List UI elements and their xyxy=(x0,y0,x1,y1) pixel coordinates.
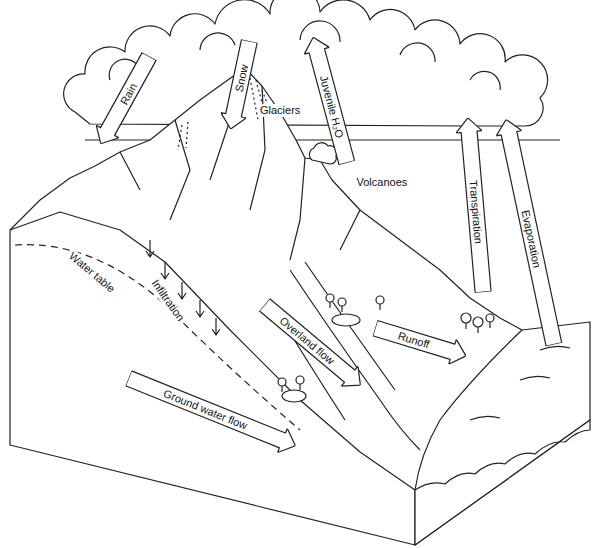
flow-arrow: Transpiration xyxy=(454,117,495,294)
arrow-outline xyxy=(371,316,469,369)
lake xyxy=(332,314,360,326)
flow-arrow: Evaporation xyxy=(493,117,566,347)
glacier-left xyxy=(178,122,188,150)
feature-label: Volcanoes xyxy=(355,176,410,189)
feature-label: Glaciers xyxy=(258,104,302,117)
water-table xyxy=(15,245,300,430)
arrow-outline xyxy=(256,295,368,395)
arrow-outline xyxy=(301,34,360,166)
sea-waves xyxy=(470,346,570,420)
cloud-bumps xyxy=(109,21,500,90)
volcano-plume xyxy=(309,143,336,164)
arrow-outline xyxy=(493,117,566,347)
river-lines xyxy=(270,262,420,450)
arrow-outline xyxy=(454,117,495,294)
infiltration-arrows xyxy=(146,240,220,335)
sea-front xyxy=(415,420,590,545)
arrow-label: Evaporation xyxy=(501,132,562,347)
front-face-edge xyxy=(10,212,415,545)
terrain-surface xyxy=(10,68,590,545)
pond xyxy=(282,390,306,402)
arrow-outline xyxy=(218,38,262,131)
arrow-outline xyxy=(124,366,301,458)
arrow-outline xyxy=(89,50,160,150)
arrow-label: Transpiration xyxy=(461,131,491,293)
